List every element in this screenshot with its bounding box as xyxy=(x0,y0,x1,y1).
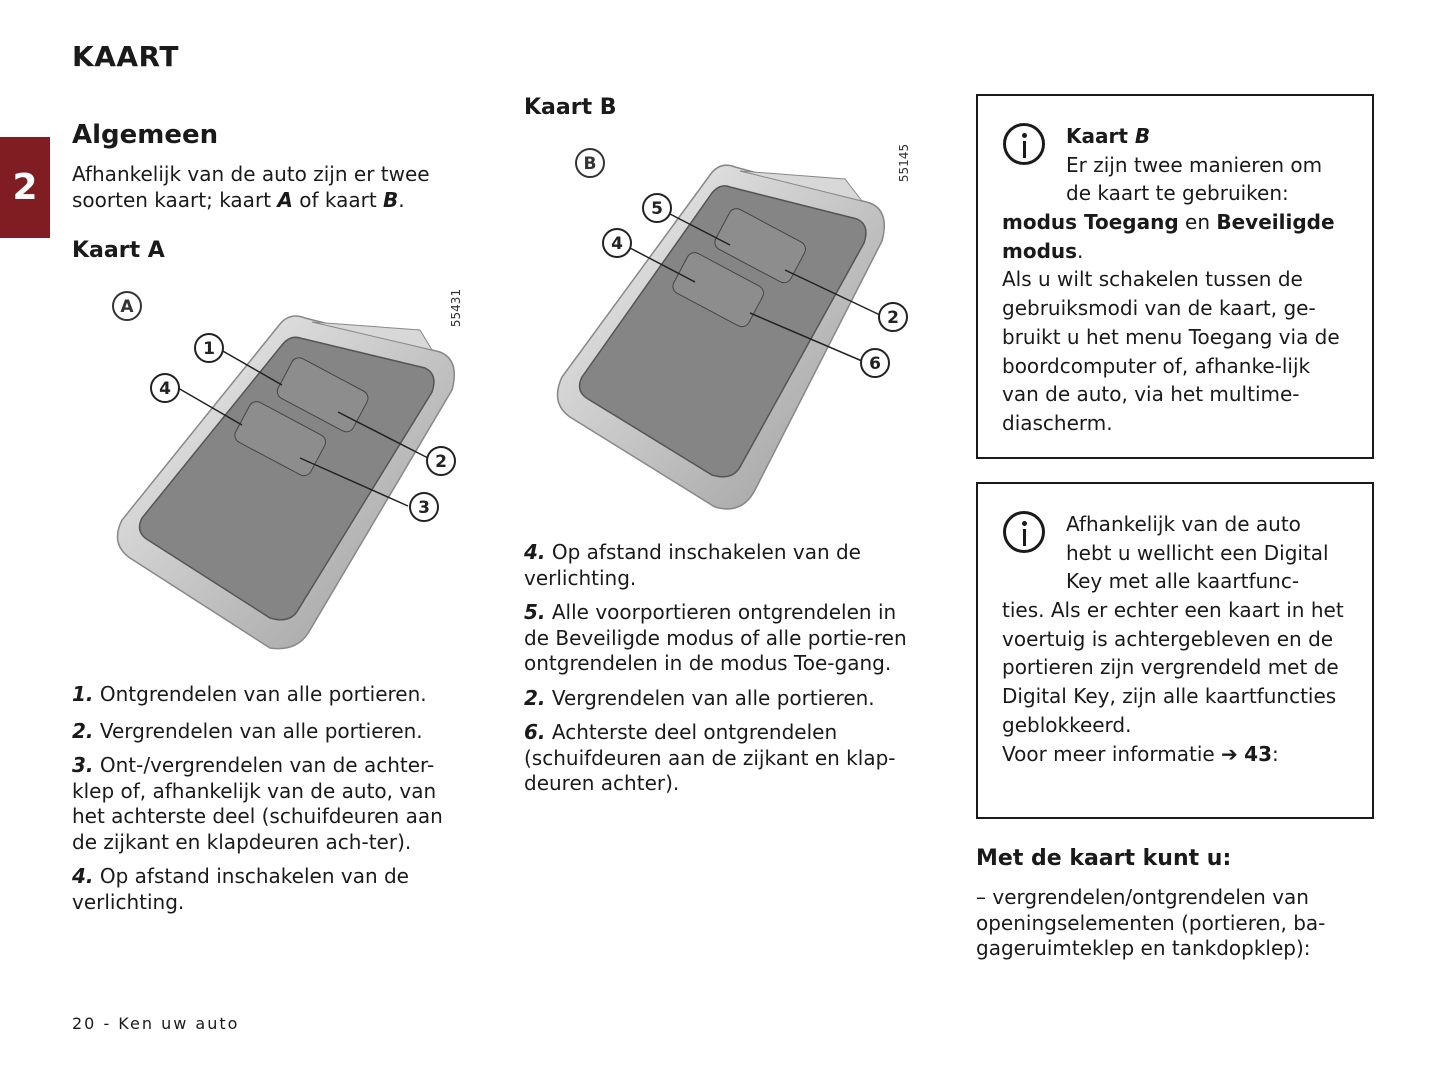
section-heading-card-b: Kaart B xyxy=(524,95,617,120)
list-item: 6. Achterste deel ontgrendelen (schuifde… xyxy=(524,720,896,795)
card-a-callout-3: 3 xyxy=(418,498,430,518)
card-b-callout-5: 5 xyxy=(651,199,663,219)
card-a-figure-letter: A xyxy=(120,297,134,317)
more-info-line: Voor meer informatie ➔ 43: xyxy=(1002,741,1279,766)
page-reference-link[interactable]: 43 xyxy=(1244,741,1273,766)
list-item: 4. Op afstand inschakelen van de verlich… xyxy=(524,540,861,590)
card-b-illustration: B 55145 5 4 2 6 xyxy=(556,144,911,510)
list-item: 2. Vergrendelen van alle portieren. xyxy=(72,718,423,743)
chapter-tab: 2 xyxy=(0,137,50,238)
section-heading-general: Algemeen xyxy=(72,120,219,150)
info-box-digital-key-body: ties. Als er echter een kaart in het voe… xyxy=(1002,598,1344,737)
card-functions-item: – vergrendelen/ontgrendelen van openings… xyxy=(976,885,1326,960)
card-b-callout-2: 2 xyxy=(887,308,899,328)
list-item: 4. Op afstand inschakelen van de verlich… xyxy=(72,864,409,914)
page-title: KAART xyxy=(72,40,179,73)
card-a-illustration: A 55431 1 4 2 3 xyxy=(112,289,463,650)
general-intro: Afhankelijk van de auto zijn er twee soo… xyxy=(72,162,430,212)
info-box-modes: Kaart B Er zijn twee manieren om de kaar… xyxy=(976,94,1374,459)
info-box-digital-key: Afhankelijk van de auto hebt u wellicht … xyxy=(976,482,1374,819)
list-item: 5. Alle voorportieren ontgrendelen in de… xyxy=(524,600,907,675)
info-box-title: Kaart B xyxy=(1066,124,1151,148)
info-box-modes-body: Als u wilt schakelen tussen de gebruiksm… xyxy=(1002,267,1340,435)
card-b-figure-letter: B xyxy=(584,154,597,174)
page-footer: 20 - Ken uw auto xyxy=(72,1014,240,1033)
section-heading-card-a: Kaart A xyxy=(72,238,165,263)
card-b-callout-4: 4 xyxy=(611,234,623,254)
card-a-callout-1: 1 xyxy=(203,339,215,359)
info-icon xyxy=(1003,123,1045,165)
info-icon xyxy=(1003,511,1045,553)
card-b-list: 4. Op afstand inschakelen van de verlich… xyxy=(524,540,924,797)
section-heading-card-functions: Met de kaart kunt u: xyxy=(976,846,1232,871)
card-a-callout-4: 4 xyxy=(159,379,171,399)
card-a-list: 1. Ontgrendelen van alle portieren. 2. V… xyxy=(72,682,472,915)
card-a-callout-2: 2 xyxy=(435,452,447,472)
card-b-callout-6: 6 xyxy=(869,354,881,374)
info-box-modes-line: modus Toegang en Beveiligde modus. xyxy=(1002,210,1335,263)
list-item: 3. Ont-/vergrendelen van de achter-klep … xyxy=(72,753,443,854)
list-item: 2. Vergrendelen van alle portieren. xyxy=(524,685,875,710)
arrow-right-icon: ➔ xyxy=(1221,741,1238,766)
card-a-ref-code: 55431 xyxy=(449,289,463,327)
card-b-ref-code: 55145 xyxy=(897,144,911,182)
card-a-letter: A xyxy=(277,187,293,212)
card-b-letter: B xyxy=(383,187,399,212)
list-item: 1. Ontgrendelen van alle portieren. xyxy=(72,682,427,706)
